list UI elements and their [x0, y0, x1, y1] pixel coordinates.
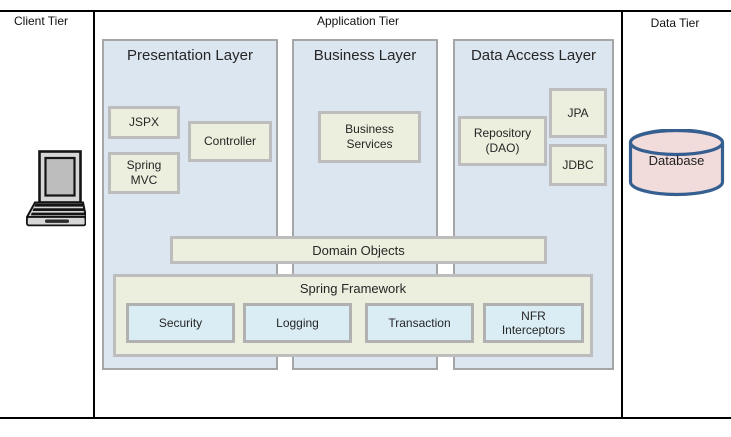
client-tier-label: Client Tier: [14, 14, 69, 28]
nfr-interceptors-module-box: NFR Interceptors: [483, 303, 584, 343]
application-tier-label: Application Tier: [316, 14, 400, 28]
spring-mvc-box: Spring MVC: [108, 152, 180, 194]
controller-box: Controller: [188, 121, 272, 162]
spring-framework-bar: Spring Framework Security Logging Transa…: [113, 274, 593, 357]
computer-icon: [25, 150, 88, 228]
security-module-box: Security: [126, 303, 235, 343]
jdbc-box: JDBC: [549, 144, 607, 186]
jspx-box: JSPX: [108, 106, 180, 139]
data-access-layer-title: Data Access Layer: [470, 47, 597, 64]
database-label: Database: [648, 153, 705, 168]
data-tier-label: Data Tier: [650, 16, 700, 30]
jpa-box: JPA: [549, 88, 607, 138]
logging-module-box: Logging: [243, 303, 352, 343]
frame-top-line: [0, 10, 731, 12]
business-services-box: Business Services: [318, 111, 421, 163]
client-application-separator-line: [93, 10, 95, 419]
business-layer-title: Business Layer: [313, 47, 417, 64]
application-data-separator-line: [621, 10, 623, 419]
spring-framework-title: Spring Framework: [299, 281, 407, 296]
database-cylinder-icon: Database: [628, 128, 725, 198]
domain-objects-bar: Domain Objects: [170, 236, 547, 264]
domain-objects-label: Domain Objects: [312, 242, 405, 258]
transaction-module-box: Transaction: [365, 303, 474, 343]
presentation-layer-title: Presentation Layer: [127, 47, 253, 64]
frame-bottom-line: [0, 417, 731, 419]
repository-dao-box: Repository (DAO): [458, 116, 547, 166]
